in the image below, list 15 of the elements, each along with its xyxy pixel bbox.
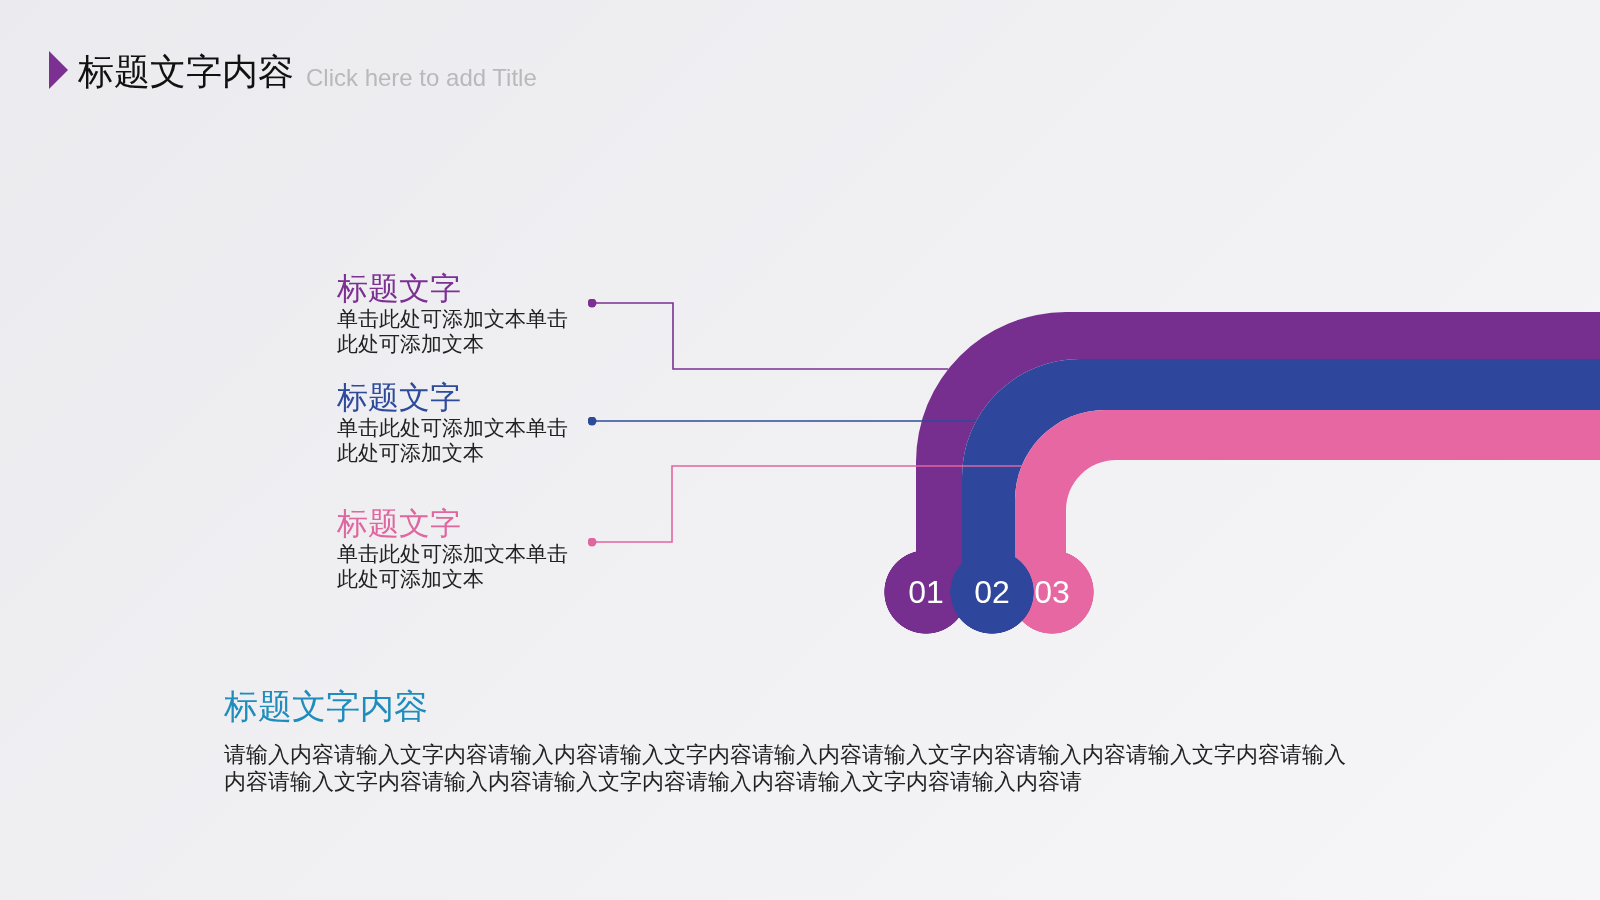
leader-line — [587, 298, 950, 370]
item-heading: 标题文字 — [337, 270, 461, 307]
item-heading: 标题文字 — [337, 379, 461, 416]
item-description: 单击此处可添加文本单击此处可添加文本 — [337, 307, 569, 356]
item-description: 单击此处可添加文本单击此处可添加文本 — [337, 542, 569, 591]
curved-band — [1015, 410, 1600, 550]
paragraph: 请输入内容请输入文字内容请输入内容请输入文字内容请输入内容请输入文字内容请输入内容请输入文字内容请输入内容请输入文字内容请输入内容请输入文字内容请输入内容请输入文字内容请输入内容请 — [224, 741, 1347, 795]
leader-line — [587, 465, 1023, 547]
section-heading: 标题文字内容 — [224, 686, 428, 727]
curved-band — [916, 312, 1600, 550]
item-heading: 标题文字 — [337, 505, 461, 542]
item-description: 单击此处可添加文本单击此处可添加文本 — [337, 416, 569, 465]
leader-line — [587, 416, 977, 426]
curved-band — [962, 359, 1600, 550]
slide-title: 标题文字内容 — [78, 50, 294, 93]
